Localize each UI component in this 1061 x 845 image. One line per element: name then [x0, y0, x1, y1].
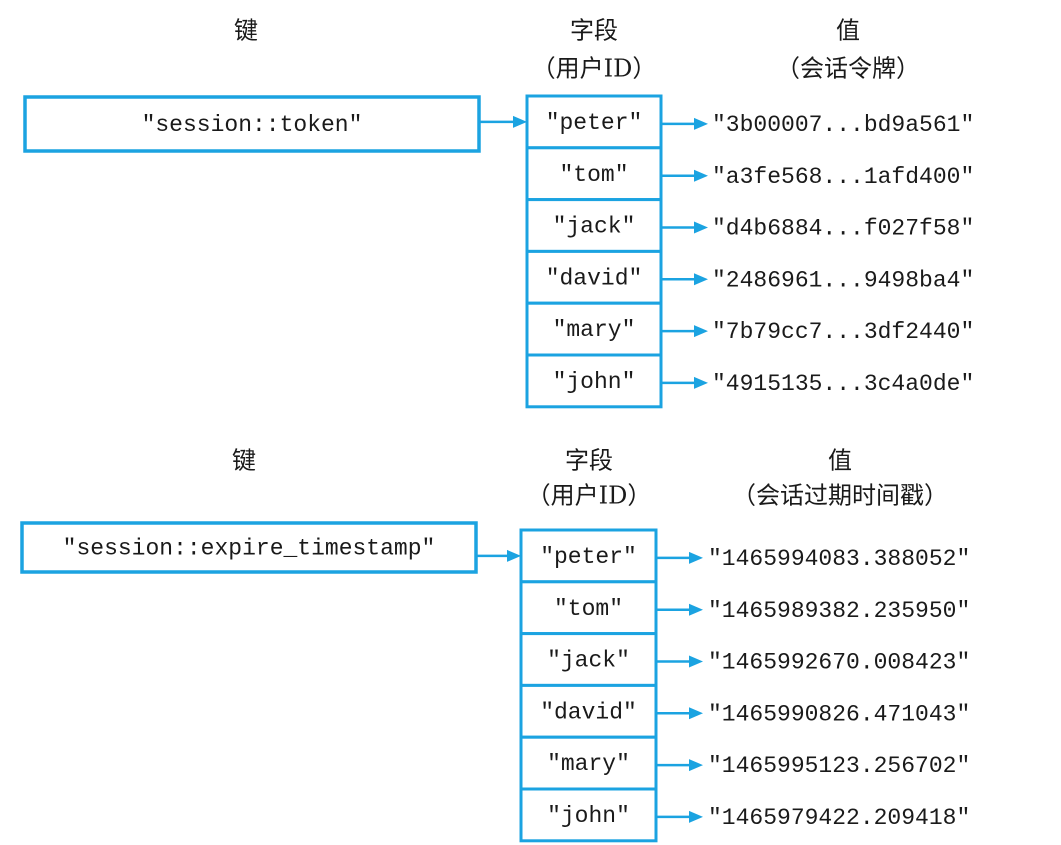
- field-label: "peter": [540, 544, 637, 570]
- hash-1: 键字段（用户ID）值（会话令牌）"session::token""peter""…: [23, 17, 974, 409]
- hash-2: 键 字段（用户ID） 值（会话过期时间戳）"session::expire_time…: [20, 447, 970, 843]
- field-value-row: "peter" "1465994083.388052": [519, 528, 970, 584]
- field-value-row: "tom" "1465989382.235950": [519, 580, 970, 636]
- field-to-value-arrow: [656, 707, 703, 720]
- field-cell: "mary": [525, 301, 663, 357]
- key-to-fields-arrow: [479, 115, 527, 128]
- value-label: "1465995123.256702": [708, 753, 970, 779]
- key-column-header: 键: [234, 17, 258, 45]
- value-label: "d4b6884...f027f58": [712, 216, 974, 242]
- field-label: "tom": [554, 596, 623, 622]
- field-label: "mary": [553, 317, 636, 343]
- key-to-fields-arrow: [476, 549, 521, 562]
- hash-key-box: "session::token": [23, 95, 481, 153]
- value-label: "1465979422.209418": [708, 805, 970, 831]
- field-value-row: "jack" "d4b6884...f027f58": [525, 198, 974, 253]
- field-column-header: 字段: [565, 447, 613, 475]
- field-to-value-arrow: [661, 221, 708, 234]
- field-label: "john": [553, 369, 636, 395]
- field-cell: "tom": [525, 146, 663, 202]
- field-cell: "john": [525, 353, 663, 409]
- field-value-row: "david" "2486961...9498ba4": [525, 249, 974, 305]
- field-value-row: "john" "1465979422.209418": [519, 787, 970, 843]
- value-label: "1465992670.008423": [708, 650, 970, 676]
- value-label: "7b79cc7...3df2440": [712, 319, 974, 345]
- field-cell: "jack": [525, 198, 663, 253]
- field-to-value-arrow: [656, 759, 703, 772]
- field-cell: "david": [519, 683, 658, 739]
- value-label: "1465994083.388052": [708, 546, 970, 572]
- field-to-value-arrow: [661, 376, 708, 389]
- field-value-row: "mary" "1465995123.256702": [519, 735, 970, 791]
- field-label: "peter": [546, 110, 643, 136]
- value-column-header: 值: [836, 17, 860, 45]
- field-value-row: "john" "4915135...3c4a0de": [525, 353, 974, 409]
- value-label: "a3fe568...1afd400": [712, 164, 974, 190]
- field-cell: "jack": [519, 632, 658, 687]
- hash-key-box: "session::expire_timestamp": [20, 521, 478, 574]
- field-to-value-arrow: [661, 325, 708, 338]
- field-value-row: "mary" "7b79cc7...3df2440": [525, 301, 974, 357]
- field-label: "david": [546, 265, 643, 291]
- hash-key-label: "session::token": [142, 112, 363, 138]
- field-cell: "john": [519, 787, 658, 843]
- field-to-value-arrow: [661, 273, 708, 286]
- field-to-value-arrow: [656, 810, 703, 823]
- value-column-header: 值: [828, 447, 852, 475]
- field-value-row: "jack" "1465992670.008423": [519, 632, 970, 687]
- field-column-header: 字段: [570, 17, 618, 45]
- field-to-value-arrow: [661, 169, 708, 182]
- field-value-row: "david" "1465990826.471043": [519, 683, 970, 739]
- field-value-row: "tom" "a3fe568...1afd400": [525, 146, 974, 202]
- value-label: "2486961...9498ba4": [712, 267, 974, 293]
- value-label: "4915135...3c4a0de": [712, 371, 974, 397]
- field-column-subheader: （用户ID）: [527, 482, 652, 510]
- field-column-subheader: （用户ID）: [532, 55, 657, 83]
- field-cell: "peter": [519, 528, 658, 584]
- field-label: "david": [540, 699, 637, 725]
- field-to-value-arrow: [656, 655, 703, 668]
- field-cell: "tom": [519, 580, 658, 636]
- value-label: "1465990826.471043": [708, 701, 970, 727]
- field-value-row: "peter" "3b00007...bd9a561": [525, 94, 974, 150]
- key-column-header: 键: [232, 447, 256, 475]
- field-to-value-arrow: [661, 117, 708, 130]
- field-to-value-arrow: [656, 603, 703, 616]
- field-cell: "david": [525, 249, 663, 305]
- field-label: "jack": [547, 648, 630, 674]
- value-label: "1465989382.235950": [708, 598, 970, 624]
- value-label: "3b00007...bd9a561": [712, 112, 974, 138]
- value-column-subheader: （会话令牌）: [776, 55, 920, 83]
- field-cell: "mary": [519, 735, 658, 791]
- hash-key-label: "session::expire_timestamp": [63, 536, 436, 562]
- field-label: "jack": [553, 214, 636, 240]
- value-column-subheader: （会话过期时间戳）: [732, 482, 948, 510]
- field-label: "tom": [559, 162, 628, 188]
- field-to-value-arrow: [656, 551, 703, 564]
- field-label: "john": [547, 803, 630, 829]
- field-label: "mary": [547, 751, 630, 777]
- field-cell: "peter": [525, 94, 663, 150]
